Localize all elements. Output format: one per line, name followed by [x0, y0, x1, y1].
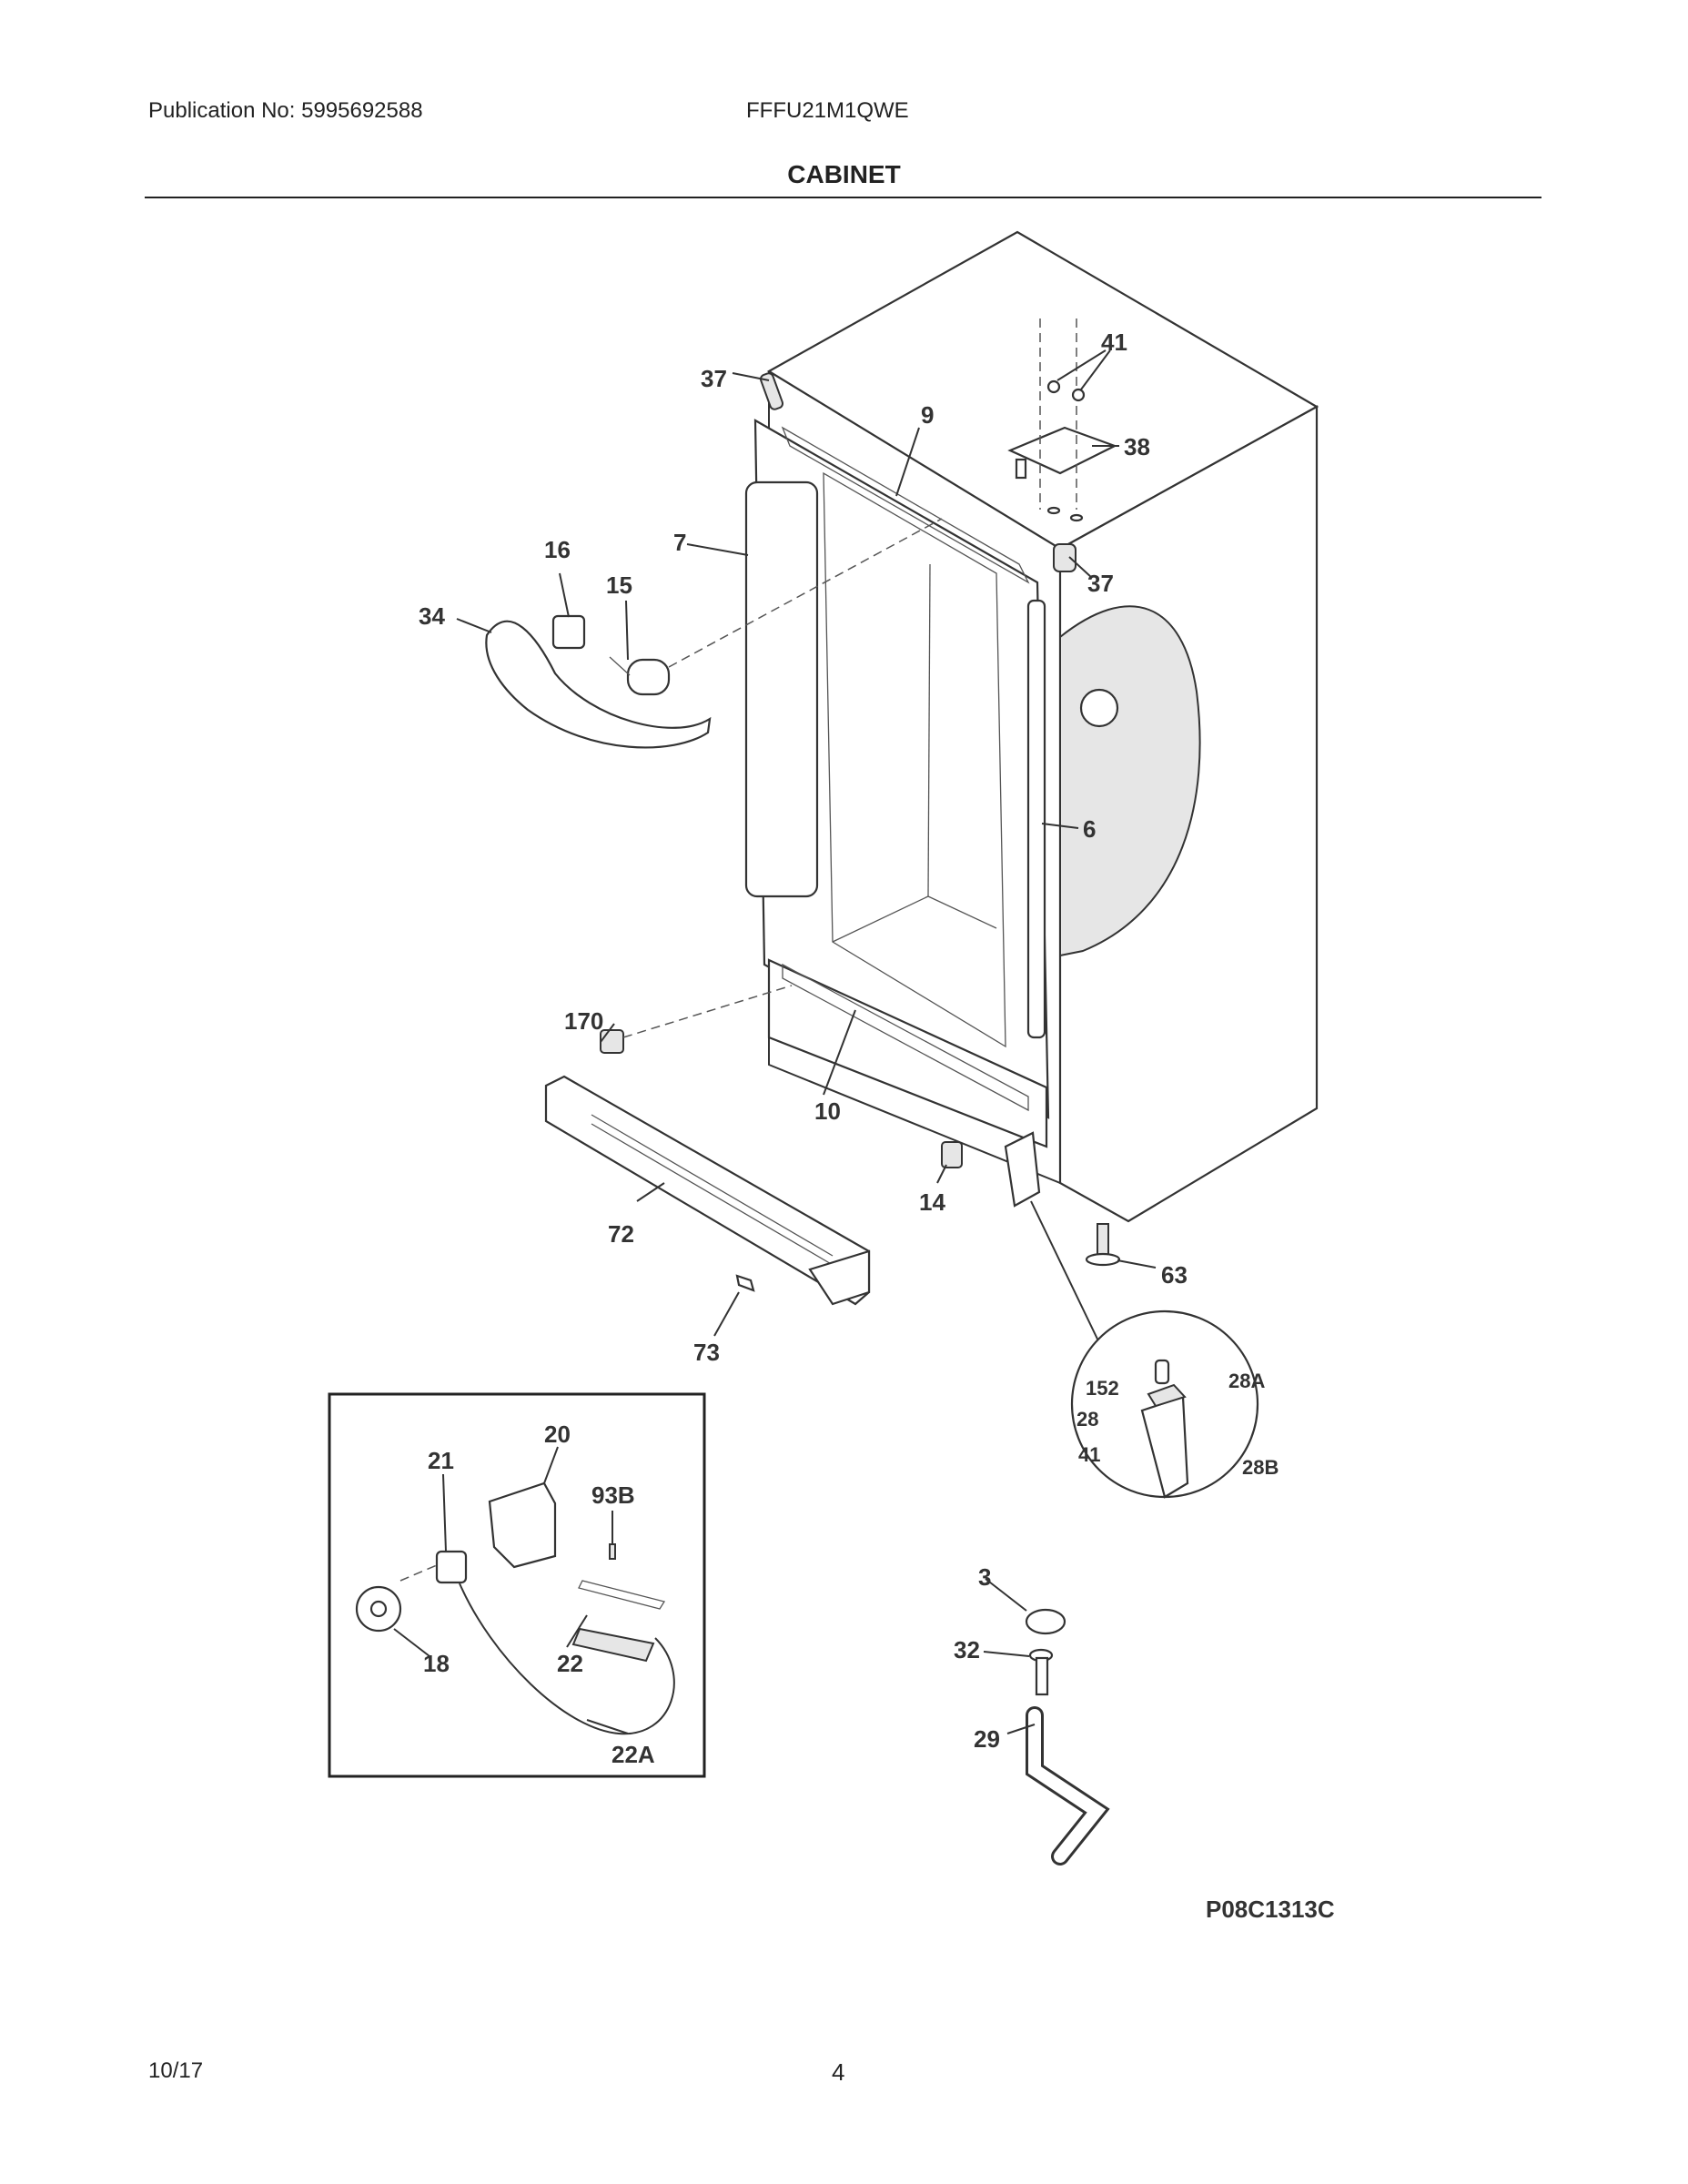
callout-labels: 37 9 41 38 37 7 16 15 34 6 170 10 14 72 …: [419, 329, 1335, 1923]
callout-28a: 28A: [1228, 1370, 1265, 1392]
inset-box: [328, 1392, 706, 1778]
callout-32: 32: [954, 1636, 980, 1663]
section-title: CABINET: [787, 160, 901, 188]
callout-14: 14: [919, 1188, 945, 1216]
light-assembly: [485, 518, 943, 749]
callout-21: 21: [428, 1447, 454, 1474]
header-rule: [145, 197, 1541, 198]
callout-15: 15: [606, 571, 632, 599]
callout-10: 10: [814, 1097, 841, 1125]
callout-18: 18: [423, 1650, 450, 1677]
callout-170: 170: [564, 1007, 603, 1035]
callout-28b: 28B: [1242, 1456, 1279, 1479]
callout-41: 41: [1101, 329, 1127, 356]
callout-22a: 22A: [612, 1741, 655, 1768]
leg-assembly: [1025, 1608, 1110, 1866]
kickplate-72: [544, 1075, 871, 1306]
top-hinge: [1007, 318, 1117, 522]
callout-9: 9: [921, 401, 934, 429]
callout-7: 7: [673, 529, 686, 556]
callout-22: 22: [557, 1650, 583, 1677]
callout-20: 20: [544, 1421, 571, 1448]
callout-93b: 93B: [591, 1481, 635, 1509]
callout-16: 16: [544, 536, 571, 563]
callout-29: 29: [974, 1725, 1000, 1753]
callout-73: 73: [693, 1339, 720, 1366]
callout-63: 63: [1161, 1261, 1188, 1289]
callout-37: 37: [701, 365, 727, 392]
leveling-screw-63: [1085, 1223, 1121, 1267]
callout-37: 37: [1087, 570, 1114, 597]
callout-28: 28: [1076, 1408, 1098, 1431]
publication-number: Publication No: 5995692588: [148, 98, 423, 123]
callout-3: 3: [978, 1563, 991, 1591]
switch-170: [600, 985, 793, 1054]
cabinet-body: [744, 230, 1319, 1223]
bottom-hinge: [941, 1131, 1259, 1499]
callout-72: 72: [608, 1220, 634, 1248]
callout-41: 41: [1078, 1443, 1100, 1466]
page-number: 4: [832, 2058, 845, 2086]
drawing-code: P08C1313C: [1206, 1896, 1335, 1923]
footer-date: 10/17: [148, 2058, 204, 2083]
callout-152: 152: [1086, 1377, 1119, 1400]
callout-34: 34: [419, 602, 445, 630]
model-number: FFFU21M1QWE: [746, 98, 909, 123]
callout-6: 6: [1083, 815, 1096, 843]
callout-38: 38: [1124, 433, 1150, 460]
leader-lines: [393, 349, 1157, 1734]
